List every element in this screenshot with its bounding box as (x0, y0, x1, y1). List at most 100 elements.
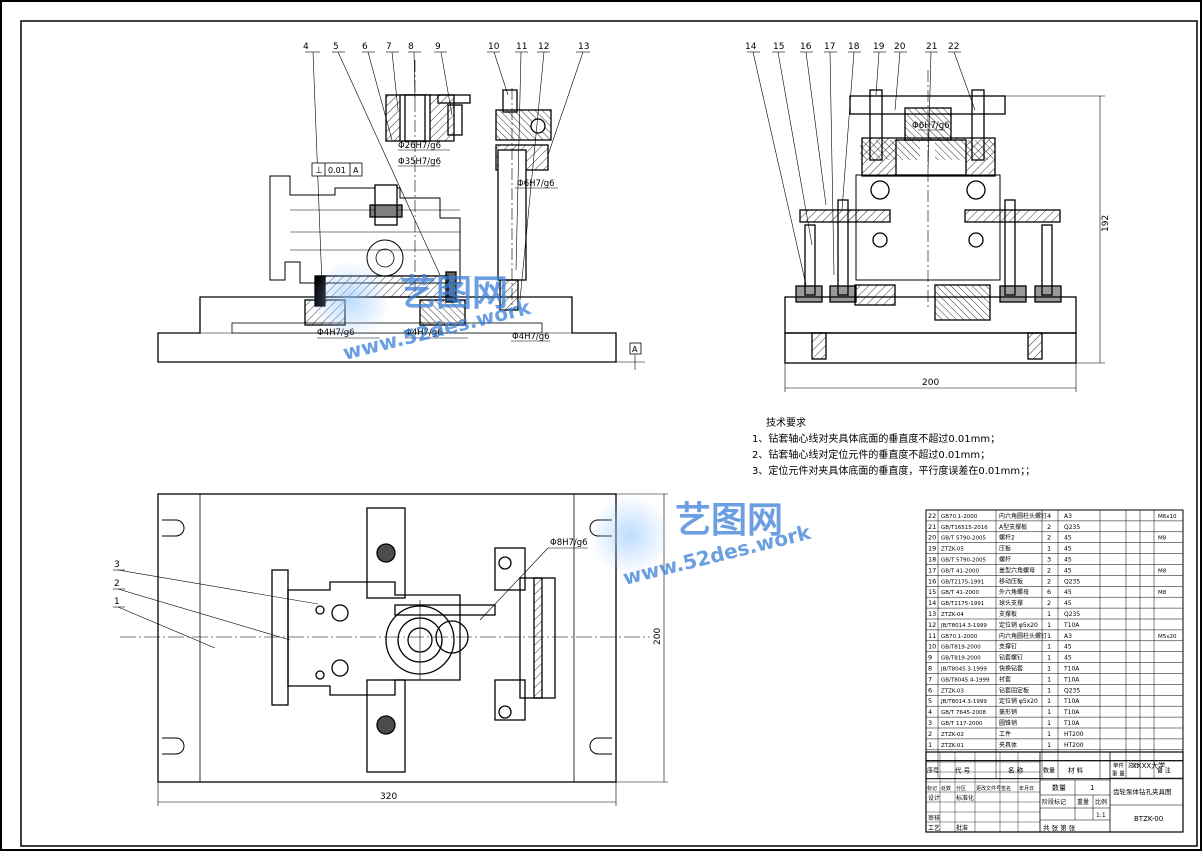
fit-6-front: Φ6H7/g6 (517, 179, 555, 189)
tb-std: 标准化 (956, 794, 974, 802)
label-2: 2 (114, 579, 120, 589)
bom-qty: 1 (1047, 545, 1051, 553)
fit-26: Φ26H7/g6 (398, 141, 441, 151)
dim-side-height: 192 (1101, 215, 1111, 232)
tb-scale-label: 比例 (1095, 798, 1107, 806)
bom-code: JB/T8014.3-1999 (940, 699, 987, 705)
bom-mat: Q235 (1064, 611, 1080, 618)
label-3: 3 (114, 560, 120, 570)
bom-qty: 1 (1047, 632, 1051, 640)
bom-mat: 45 (1064, 557, 1072, 564)
tb-rev-col: 签名 (1001, 785, 1011, 792)
bom-no: 22 (928, 512, 936, 520)
tol-value: 0.01 (328, 166, 346, 175)
fit-35: Φ35H7/g6 (398, 157, 441, 167)
bom-mat: T10A (1063, 666, 1080, 673)
bom-name: 球头支撑 (999, 599, 1023, 607)
label-13: 13 (578, 42, 589, 52)
bom-code: GB70.1-2000 (941, 634, 978, 640)
tb-rev-col: 处数 (941, 785, 951, 792)
bom-name: 钻套固定板 (999, 686, 1029, 694)
bom-no: 13 (928, 610, 936, 618)
bom-code: GB/T 117-2000 (941, 721, 983, 727)
watermark-cn-1: 艺图网 (400, 273, 508, 314)
bom-name: 螺杆2 (999, 534, 1015, 542)
fit-6-side: Φ6H7/g6 (912, 121, 950, 131)
front-view (157, 60, 617, 363)
bom-no: 11 (928, 632, 936, 640)
fit-4-b: Φ4H7/g6 (405, 328, 443, 338)
bom-code: GB/T819-2000 (941, 656, 981, 662)
bom-code: GB/T16515-2016 (941, 525, 988, 531)
bom-h-no: 序号 (927, 767, 939, 775)
bom-no: 18 (928, 556, 936, 564)
bom-h-name: 名 称 (1008, 766, 1024, 775)
bom-mat: T10A (1063, 709, 1080, 716)
bom-qty: 1 (1047, 675, 1051, 683)
bom-no: 10 (928, 643, 936, 651)
bom-code: ZTZK-05 (941, 547, 964, 553)
tb-stage-label: 阶段标记 (1042, 798, 1066, 806)
side-labels: 14 15 16 17 18 19 20 21 22 Φ6H7/g6 200 1… (745, 42, 1111, 388)
bom-name: 定位销 φ5x20 (999, 697, 1038, 705)
plan-view (120, 493, 650, 783)
bom-code: JB/T8014.3-1999 (940, 623, 987, 629)
label-10: 10 (488, 42, 500, 52)
bom-no: 14 (928, 599, 936, 607)
dim-plan-height: 200 (653, 628, 663, 645)
bom-qty: 1 (1047, 719, 1051, 727)
bom-name: 工件 (999, 730, 1011, 738)
bom-note: M8 (1158, 590, 1167, 596)
bom-code: ZTZK-01 (941, 743, 964, 749)
bom-qty: 1 (1047, 665, 1051, 673)
tb-process: 工艺 (928, 824, 940, 832)
bom-mat: 45 (1064, 644, 1072, 651)
bom-h-total: 总计 (1128, 762, 1140, 770)
side-leaders (747, 51, 1105, 392)
bom-code: GB/T2175-1991 (941, 601, 984, 607)
watermark-2: 艺图网 www.52des.work (590, 495, 814, 590)
bom-name: 支撑钉 (999, 643, 1017, 651)
label-17: 17 (824, 42, 835, 52)
bom-mat: HT200 (1064, 742, 1084, 749)
plan-labels: 3 2 1 Φ8H7/g6 320 200 (114, 538, 663, 802)
label-9: 9 (435, 42, 441, 52)
bom-qty: 1 (1047, 643, 1051, 651)
bom-mat: T10A (1063, 698, 1080, 705)
fit-8: Φ8H7/g6 (550, 538, 588, 548)
bom-code: GB/T 41-2000 (941, 568, 979, 574)
bom-note: M5x20 (1158, 634, 1177, 640)
requirement-2: 2、钻套轴心线对定位元件的垂直度不超过0.01mm； (752, 450, 991, 461)
dim-side-width: 200 (922, 378, 939, 388)
tb-rev-col: 年月日 (1019, 785, 1034, 792)
bom-name: 菱形销 (999, 708, 1017, 716)
bom-name: 快换钻套 (999, 665, 1023, 673)
bom-code: JB/T8045.3-1999 (940, 667, 987, 673)
bom-name: 圆锥销 (999, 719, 1017, 727)
bom-h-code: 代 号 (955, 766, 971, 775)
bom-name: 移动压板 (999, 577, 1023, 585)
bom-no: 1 (928, 741, 932, 749)
bom-qty: 2 (1047, 599, 1051, 607)
tb-qty-label: 数量 (1052, 783, 1066, 792)
label-8: 8 (408, 42, 414, 52)
bom-h-mat: 材 料 (1068, 766, 1084, 775)
bom-no: 8 (928, 665, 932, 673)
bom-qty: 4 (1047, 512, 1051, 520)
bom-qty: 2 (1047, 577, 1051, 585)
bom-no: 16 (928, 577, 936, 585)
bom-no: 7 (928, 675, 932, 683)
bom-qty: 2 (1047, 534, 1051, 542)
bom-mat: 45 (1064, 655, 1072, 662)
bom-qty: 1 (1047, 697, 1051, 705)
bom-mat: T10A (1063, 622, 1080, 629)
bom-code: GB/T 5790-2005 (941, 536, 986, 542)
tb-rev-col: 标记 (927, 785, 937, 792)
bom-no: 20 (928, 534, 936, 542)
bom-mat: T10A (1063, 720, 1080, 727)
fit-4-c: Φ4H7/g6 (512, 332, 550, 342)
side-view (784, 70, 1077, 364)
bom-mat: 45 (1064, 589, 1072, 596)
